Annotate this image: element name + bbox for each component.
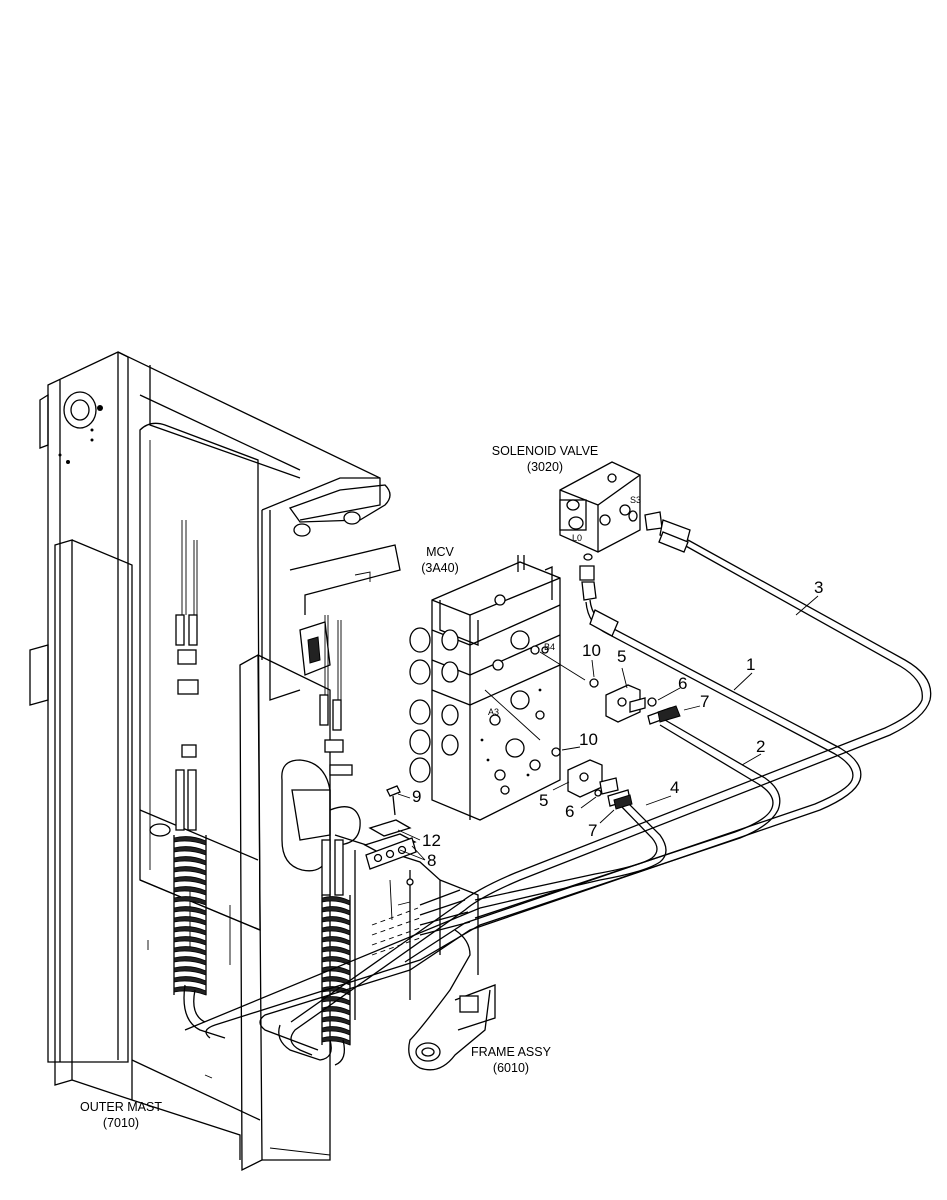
spiral-hose-guard-right xyxy=(321,839,351,1046)
coil-turn xyxy=(321,1006,351,1016)
inner-upright xyxy=(239,477,401,1172)
clamp-plate xyxy=(363,819,417,854)
mast-roller xyxy=(63,391,103,429)
coil-turn xyxy=(173,896,207,906)
coil-turn xyxy=(173,976,207,986)
callout-3: 3 xyxy=(814,578,823,597)
port-l0-label: L0 xyxy=(572,533,582,543)
callout-4: 4 xyxy=(670,778,679,797)
frame-assy xyxy=(334,834,496,1071)
solenoid-valve-name: SOLENOID VALVE xyxy=(492,444,599,458)
callout-8: 8 xyxy=(427,851,436,870)
callout-5-lower: 5 xyxy=(539,791,548,810)
coil-turn xyxy=(321,976,351,986)
callout-1: 1 xyxy=(746,655,755,674)
mcv-block xyxy=(409,555,561,821)
coil-turn xyxy=(173,936,207,946)
coil-turn xyxy=(173,846,207,856)
o-ring-upper xyxy=(589,678,599,688)
coil-turn xyxy=(173,926,207,936)
solenoid-valve-code: (3020) xyxy=(527,460,563,474)
callout-10-upper: 10 xyxy=(582,641,601,660)
coil-turn xyxy=(321,946,351,956)
port-s3-label: S3 xyxy=(630,495,641,505)
frame-assy-code: (6010) xyxy=(493,1061,529,1075)
leader-lines xyxy=(397,595,819,861)
mcv-code: (3A40) xyxy=(421,561,459,575)
callout-6-upper: 6 xyxy=(678,674,687,693)
callout-5-upper: 5 xyxy=(617,647,626,666)
coil-turn xyxy=(173,986,207,996)
outer-mast xyxy=(29,351,381,1160)
callout-12: 12 xyxy=(422,831,441,850)
o-ring-lower xyxy=(551,747,561,757)
port-b4-label: B4 xyxy=(544,642,555,652)
mcv-ports xyxy=(480,594,549,795)
coil-turn xyxy=(173,886,207,896)
port-a3-label: A3 xyxy=(488,707,499,717)
coil-turn xyxy=(321,896,351,906)
coil-turn xyxy=(321,1036,351,1046)
callout-9: 9 xyxy=(412,787,421,806)
coil-turn xyxy=(173,946,207,956)
callout-10-lower: 10 xyxy=(579,730,598,749)
part-callouts: 3 1 2 4 5 5 6 6 7 7 10 10 9 12 8 xyxy=(412,578,823,870)
coil-turn xyxy=(173,966,207,976)
vertical-hose-lines xyxy=(175,520,353,776)
mcv-name: MCV xyxy=(426,545,454,559)
coil-turn xyxy=(321,936,351,946)
pipe-assemblies xyxy=(183,531,932,1066)
lower-flange-assembly xyxy=(567,759,633,810)
coil-turn xyxy=(321,906,351,916)
callout-2: 2 xyxy=(756,737,765,756)
coil-turn xyxy=(321,926,351,936)
coil-turn xyxy=(173,866,207,876)
outer-mast-name: OUTER MAST xyxy=(80,1100,162,1114)
coil-turn xyxy=(321,1016,351,1026)
upper-flange-assembly xyxy=(605,684,681,725)
coil-turn xyxy=(173,836,207,846)
callout-7-upper: 7 xyxy=(700,692,709,711)
clamp-bolt xyxy=(386,785,401,816)
callout-7-lower: 7 xyxy=(588,821,597,840)
coil-turn xyxy=(321,1026,351,1036)
spiral-hose-guard-left xyxy=(173,769,207,996)
coil-turn xyxy=(173,906,207,916)
port-labels: S3 L0 B4 A3 xyxy=(488,495,641,717)
component-labels: SOLENOID VALVE (3020) MCV (3A40) FRAME A… xyxy=(80,444,598,1130)
solenoid-valve xyxy=(559,461,691,601)
coil-turn xyxy=(173,876,207,886)
frame-assy-name: FRAME ASSY xyxy=(471,1045,552,1059)
coil-turn xyxy=(173,916,207,926)
callout-6-lower: 6 xyxy=(565,802,574,821)
outer-mast-code: (7010) xyxy=(103,1116,139,1130)
mcv-spool-caps xyxy=(409,627,459,783)
coil-turn xyxy=(321,916,351,926)
coil-turn xyxy=(173,956,207,966)
coil-turn xyxy=(321,956,351,966)
coil-turn xyxy=(173,856,207,866)
